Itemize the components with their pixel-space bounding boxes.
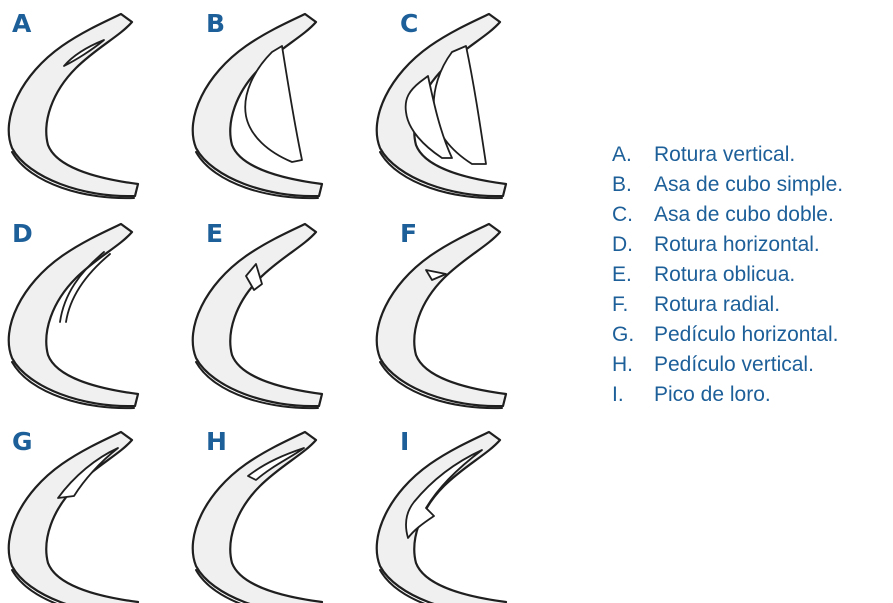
panel-c: C: [377, 9, 506, 198]
legend-text: Rotura horizontal.: [654, 230, 820, 260]
legend-item: A.Rotura vertical.: [612, 140, 893, 170]
meniscus-shape: [377, 432, 506, 603]
legend-text: Pico de loro.: [654, 380, 771, 410]
panel-letter-d: D: [12, 219, 33, 248]
legend-key: E.: [612, 260, 654, 290]
panel-letter-a: A: [12, 9, 32, 38]
legend-item: H.Pedículo vertical.: [612, 350, 893, 380]
meniscus-shape: [193, 432, 322, 603]
panel-i: I: [377, 427, 506, 603]
panel-d: D: [9, 219, 138, 408]
legend-text: Rotura radial.: [654, 290, 780, 320]
panel-letter-b: B: [206, 9, 225, 38]
legend-item: G.Pedículo horizontal.: [612, 320, 893, 350]
legend-item: B.Asa de cubo simple.: [612, 170, 893, 200]
meniscus-shape: [193, 224, 322, 406]
panel-letter-g: G: [12, 427, 33, 456]
meniscus-shape: [9, 432, 138, 603]
legend-text: Asa de cubo simple.: [654, 170, 843, 200]
legend-text: Pedículo vertical.: [654, 350, 814, 380]
legend-key: G.: [612, 320, 654, 350]
legend-key: D.: [612, 230, 654, 260]
legend-key: C.: [612, 200, 654, 230]
meniscus-shape: [9, 224, 138, 406]
legend-text: Rotura oblicua.: [654, 260, 795, 290]
panel-h: H: [193, 427, 322, 603]
legend-item: C.Asa de cubo doble.: [612, 200, 893, 230]
meniscus-shape: [9, 14, 138, 196]
meniscus-shape: [377, 224, 506, 406]
legend-item: F.Rotura radial.: [612, 290, 893, 320]
legend-item: E.Rotura oblicua.: [612, 260, 893, 290]
panel-letter-e: E: [206, 219, 223, 248]
legend-key: A.: [612, 140, 654, 170]
panel-g: G: [9, 427, 138, 603]
legend-text: Asa de cubo doble.: [654, 200, 834, 230]
legend-text: Rotura vertical.: [654, 140, 795, 170]
panel-a: A: [9, 9, 138, 198]
legend-key: F.: [612, 290, 654, 320]
legend: A.Rotura vertical. B.Asa de cubo simple.…: [612, 140, 893, 410]
panel-e: E: [193, 219, 322, 408]
legend-key: I.: [612, 380, 654, 410]
panel-b: B: [193, 9, 322, 198]
legend-key: B.: [612, 170, 654, 200]
panel-letter-i: I: [400, 427, 409, 456]
panel-letter-h: H: [206, 427, 227, 456]
legend-key: H.: [612, 350, 654, 380]
panel-letter-c: C: [400, 9, 418, 38]
legend-text: Pedículo horizontal.: [654, 320, 838, 350]
panel-f: F: [377, 219, 506, 408]
panel-letter-f: F: [400, 219, 417, 248]
legend-item: I.Pico de loro.: [612, 380, 893, 410]
legend-item: D.Rotura horizontal.: [612, 230, 893, 260]
